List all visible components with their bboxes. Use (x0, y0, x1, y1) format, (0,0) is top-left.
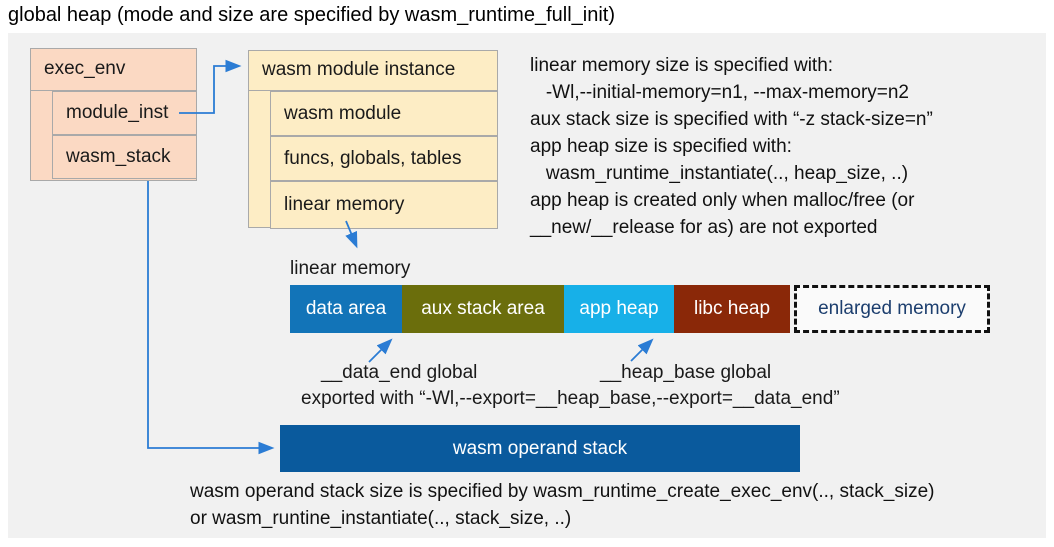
note-line: aux stack size is specified with “-z sta… (530, 109, 933, 130)
memory-size-notes: linear memory size is specified with: -W… (530, 52, 933, 241)
note-line: wasm operand stack size is specified by … (190, 481, 935, 502)
data-end-global-label: __data_end global (321, 362, 478, 383)
wasm-operand-stack-bar: wasm operand stack (280, 425, 800, 472)
heap-base-global-label: __heap_base global (600, 362, 772, 383)
note-line: app heap is created only when malloc/fre… (530, 190, 915, 211)
note-line: -Wl,--initial-memory=n1, --max-memory=n2 (530, 82, 909, 103)
module-instance-row-linear-memory: linear memory (270, 181, 498, 229)
exec-env-header: exec_env (31, 49, 196, 91)
exported-with-label: exported with “-Wl,--export=__heap_base,… (301, 388, 840, 409)
segment-libc-heap: libc heap (674, 285, 790, 333)
exec-env-box: exec_env module_inst wasm_stack (30, 48, 197, 181)
segment-aux-stack-area: aux stack area (402, 285, 564, 333)
module-instance-header: wasm module instance (249, 51, 497, 91)
note-line: __new/__release for as) are not exported (530, 217, 878, 238)
wasm-module-instance-box: wasm module instance wasm module funcs, … (248, 50, 498, 229)
note-line: or wasm_runtine_instantiate(.., stack_si… (190, 508, 572, 529)
segment-enlarged-memory: enlarged memory (794, 285, 990, 333)
module-instance-row-funcs-globals-tables: funcs, globals, tables (270, 136, 498, 181)
exec-env-row-wasm-stack: wasm_stack (52, 135, 197, 179)
linear-memory-label: linear memory (290, 258, 411, 279)
segment-data-area: data area (290, 285, 402, 333)
note-line: wasm_runtime_instantiate(.., heap_size, … (530, 163, 909, 184)
note-line: app heap size is specified with: (530, 136, 792, 157)
operand-stack-note: wasm operand stack size is specified by … (190, 478, 935, 532)
module-instance-row-wasm-module: wasm module (270, 91, 498, 136)
diagram-title: global heap (mode and size are specified… (8, 4, 615, 26)
segment-app-heap: app heap (564, 285, 674, 333)
exec-env-row-module-inst: module_inst (52, 91, 197, 135)
note-line: linear memory size is specified with: (530, 55, 834, 76)
